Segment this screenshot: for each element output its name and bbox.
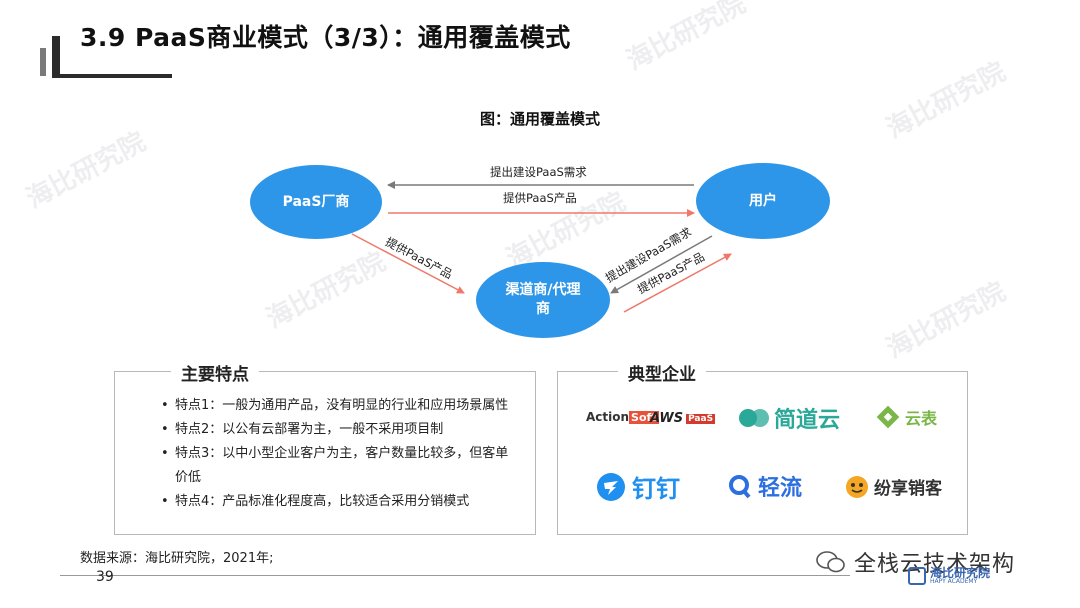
- brand-logo: 海比研究院 HAPY ACADEMY: [908, 567, 990, 585]
- feature-item: 特点4：产品标准化程度高，比较适合采用分销模式: [161, 490, 521, 514]
- dingtalk-icon: [597, 472, 625, 501]
- fxiaoke-icon: [846, 475, 868, 498]
- diagram-title: 图：通用覆盖模式: [479, 110, 600, 128]
- feature-item: 特点3：以中小型企业客户为主，客户数量比较多，但客单价低: [161, 442, 521, 490]
- vendor-node: PaaS厂商: [250, 165, 382, 239]
- features-list: 特点1：一般为通用产品，没有明显的行业和应用场景属性 特点2：以公有云部署为主，…: [161, 394, 521, 514]
- label-user-to-vendor: 提出建设PaaS需求: [490, 165, 587, 179]
- jiandaoyun-icon: [739, 409, 769, 427]
- data-source: 数据来源：海比研究院，2021年;: [80, 551, 274, 566]
- arrow-channel-to-user: [623, 253, 732, 313]
- jiandaoyun-logo: 简道云: [738, 402, 840, 434]
- enterprises-title: 典型企业: [618, 360, 706, 385]
- qingflow-icon: [729, 475, 751, 499]
- page-title: 3.9 PaaS商业模式（3/3）：通用覆盖模式: [80, 23, 571, 52]
- title-accent-bar: [52, 36, 60, 76]
- wechat-icon: [816, 551, 845, 573]
- title-accent-bar-secondary: [40, 48, 46, 76]
- qingflow-logo: 轻流: [728, 470, 802, 502]
- yunbiao-icon: [876, 405, 900, 429]
- arrow-vendor-to-channel: [351, 233, 465, 294]
- footer-divider: [60, 575, 850, 576]
- features-title: 主要特点: [171, 360, 259, 385]
- features-panel: 主要特点 特点1：一般为通用产品，没有明显的行业和应用场景属性 特点2：以公有云…: [114, 360, 536, 535]
- feature-item: 特点1：一般为通用产品，没有明显的行业和应用场景属性: [161, 394, 521, 418]
- channel-node: 渠道商/代理商: [476, 262, 610, 338]
- brand-icon: [908, 567, 926, 585]
- user-node: 用户: [696, 163, 830, 239]
- dingtalk-logo: 钉钉: [596, 469, 680, 504]
- fxiaoke-logo: 纷享销客: [844, 474, 942, 499]
- arrow-user-to-channel: [610, 235, 713, 294]
- title-underline: [52, 74, 172, 78]
- feature-item: 特点2：以公有云部署为主，一般不采用项目制: [161, 418, 521, 442]
- page-number: 39: [96, 569, 114, 585]
- wechat-brand: 全栈云技术架构: [816, 546, 1015, 578]
- yunbiao-logo: 云表: [873, 402, 937, 432]
- label-vendor-to-user: 提供PaaS产品: [503, 191, 577, 205]
